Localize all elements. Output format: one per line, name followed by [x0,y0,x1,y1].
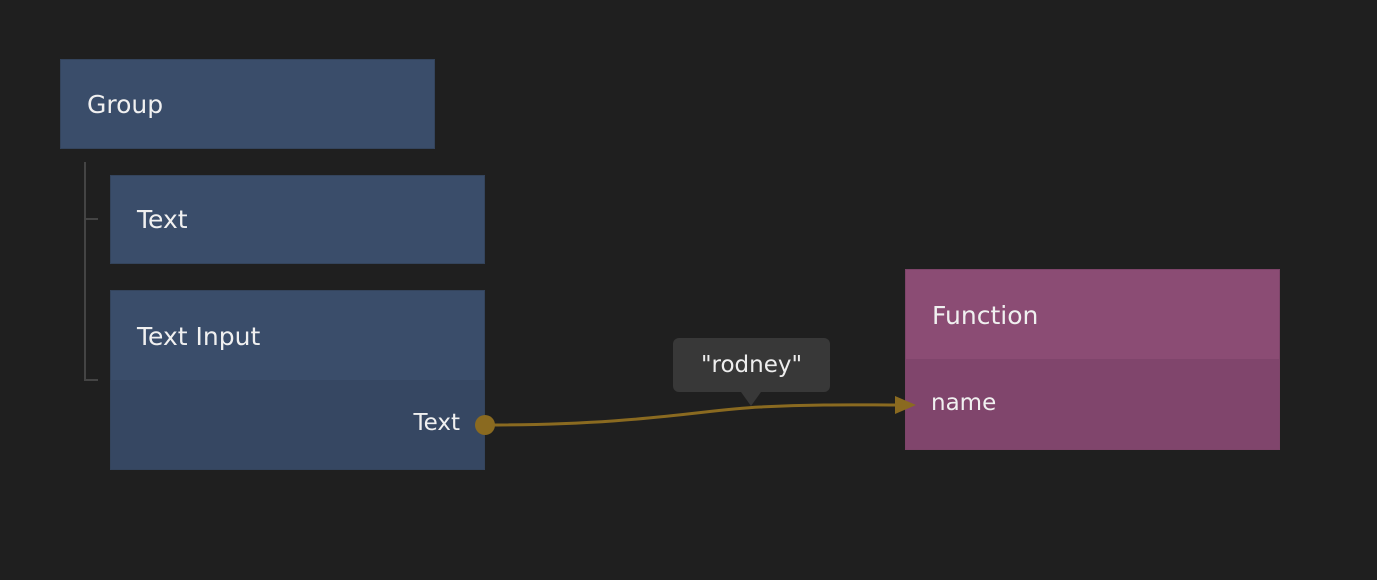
text-node[interactable]: Text [110,175,485,264]
arrow-head-icon [895,396,916,414]
hierarchy-tick [84,379,98,381]
value-tooltip: "rodney" [673,338,830,406]
output-port-text[interactable]: Text [413,410,460,436]
connection-wire[interactable] [484,403,899,427]
output-port-dot[interactable] [475,415,495,435]
group-node[interactable]: Group [60,59,435,149]
node-title: Function [932,300,1039,330]
input-port-name[interactable]: name [931,389,997,416]
text-input-node[interactable]: Text Input Text [110,290,485,470]
function-node[interactable]: Function name [905,269,1280,450]
node-title: Text [137,205,188,234]
tooltip-text: "rodney" [700,352,803,378]
hierarchy-line [84,162,86,381]
node-title: Text Input [137,321,261,351]
hierarchy-tick [84,218,98,220]
node-title: Group [87,89,164,119]
